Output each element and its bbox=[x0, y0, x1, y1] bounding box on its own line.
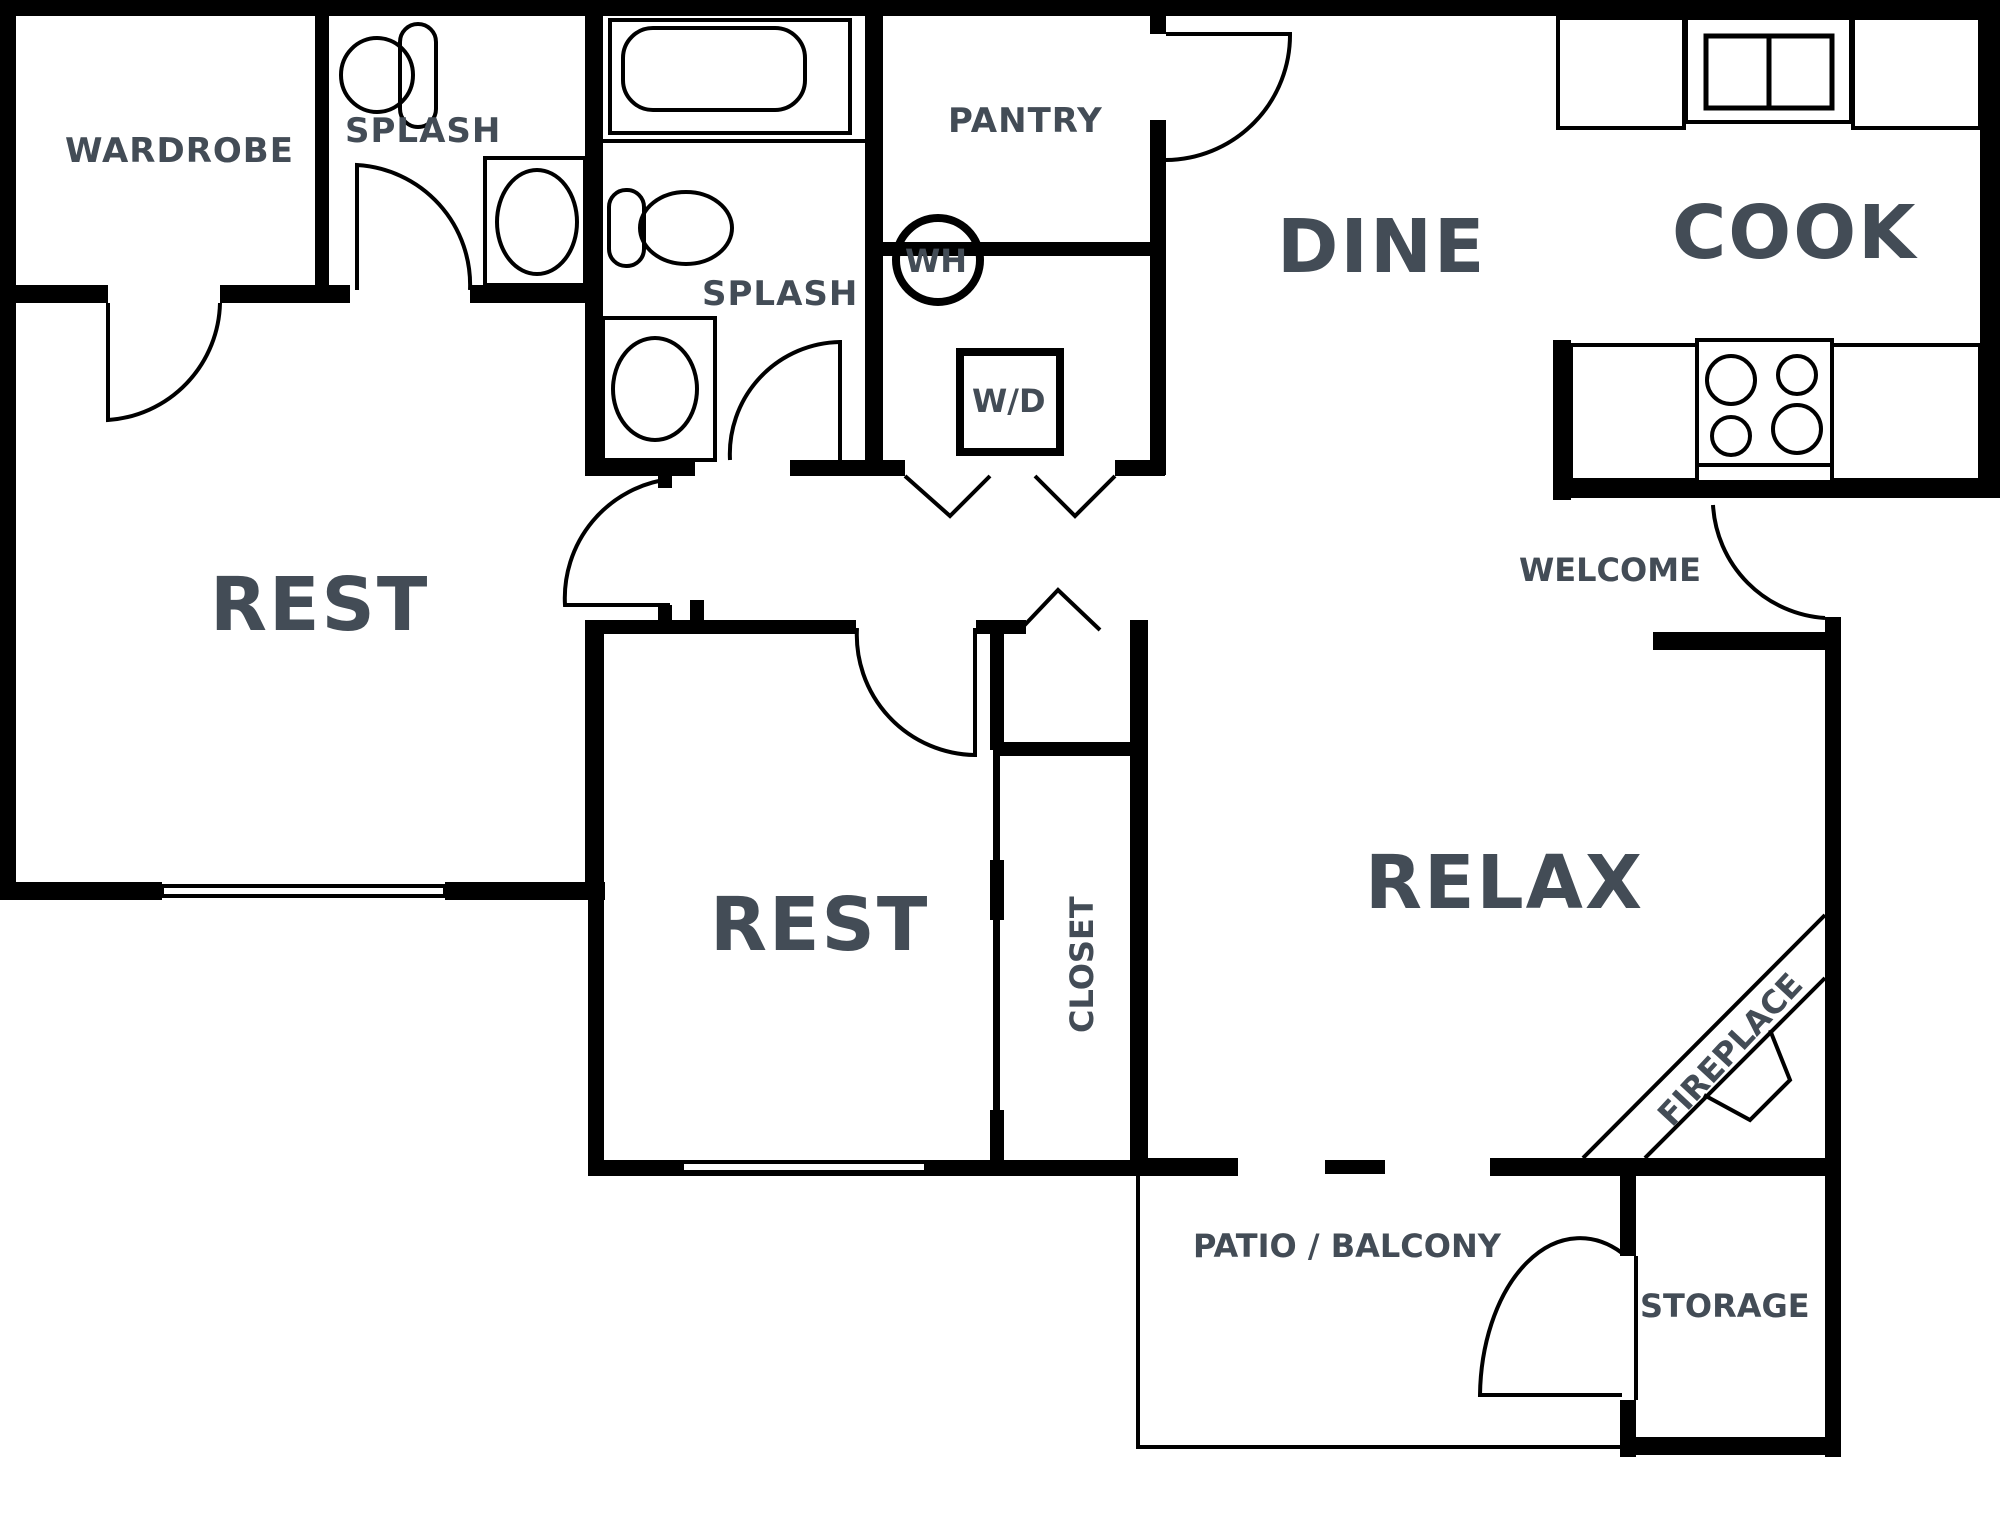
room-label-dine: DINE bbox=[1277, 204, 1486, 290]
room-label-pantry: PANTRY bbox=[948, 101, 1103, 141]
water-heater-label: WH bbox=[905, 242, 967, 280]
thin-lines bbox=[106, 16, 1982, 1449]
room-label-storage: STORAGE bbox=[1640, 1287, 1810, 1325]
room-label-wardrobe: WARDROBE bbox=[65, 131, 294, 171]
walls bbox=[0, 0, 2000, 1457]
room-label-cook: COOK bbox=[1672, 190, 1918, 276]
room-label-closet: CLOSET bbox=[1063, 896, 1101, 1033]
washer-dryer-label: W/D bbox=[972, 382, 1046, 420]
room-label-rest-2: REST bbox=[710, 882, 929, 968]
room-label-splash-2: SPLASH bbox=[702, 274, 858, 314]
room-label-splash-1: SPLASH bbox=[345, 111, 501, 151]
room-label-relax: RELAX bbox=[1365, 840, 1644, 926]
room-label-rest-1: REST bbox=[210, 562, 429, 648]
room-label-patio: PATIO / BALCONY bbox=[1193, 1227, 1502, 1265]
room-label-welcome: WELCOME bbox=[1519, 551, 1701, 589]
